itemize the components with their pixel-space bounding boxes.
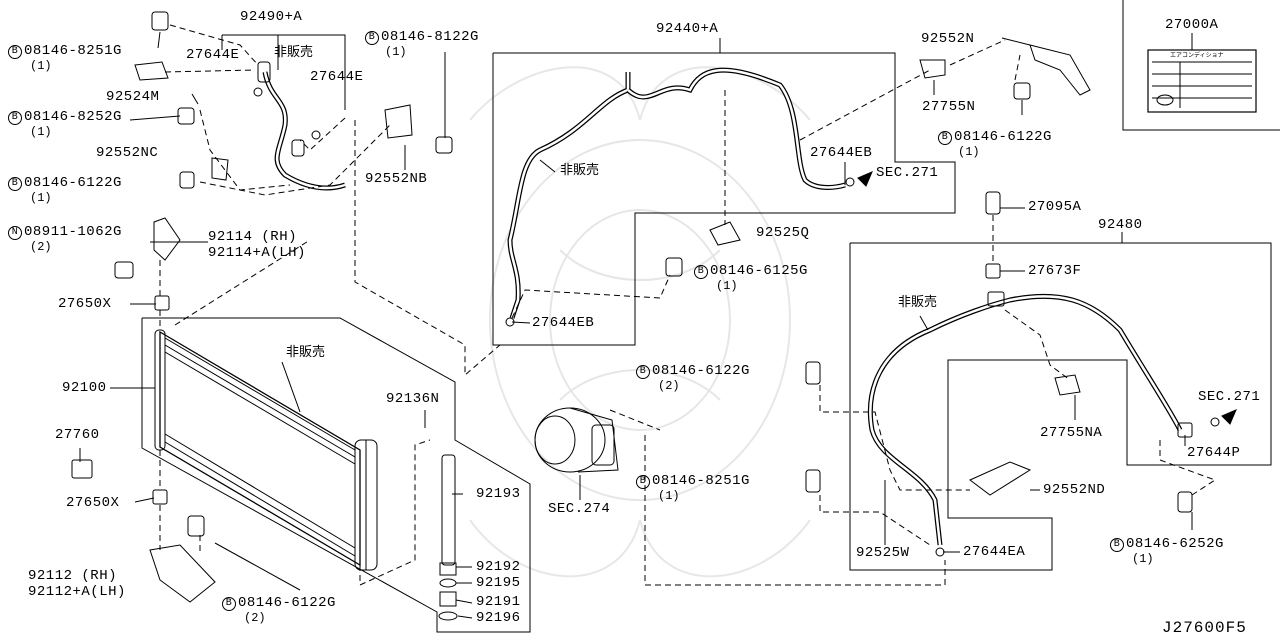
callout-92525Q[interactable]: 92525Q [756, 225, 810, 241]
compressor [534, 407, 619, 473]
callout-27644EA[interactable]: 27644EA [963, 544, 1026, 560]
callout-92552NB[interactable]: 92552NB [365, 171, 428, 187]
callout-92196[interactable]: 92196 [476, 610, 521, 626]
callout-92191[interactable]: 92191 [476, 594, 521, 610]
ac-label [1147, 49, 1257, 113]
hose-92490A [262, 71, 346, 191]
not-for-sale-4: 非販売 [898, 295, 938, 310]
ac-label-text: エアコンディショナ [1170, 52, 1224, 59]
callout-92114A[interactable]: 92114+A(LH) [208, 245, 306, 261]
callout-92193[interactable]: 92193 [476, 486, 521, 502]
not-for-sale-3: 非販売 [560, 163, 600, 178]
bolt-qty-5: (1) [385, 45, 407, 59]
pipe-92480 [867, 293, 1183, 546]
callout-92490A[interactable]: 92490+A [240, 9, 303, 25]
bolt-qty-10: (1) [658, 489, 680, 503]
callout-92552ND[interactable]: 92552ND [1043, 482, 1106, 498]
frame-radiator [141, 317, 531, 633]
not-for-sale-2: 非販売 [286, 345, 326, 360]
callout-92114[interactable]: 92114 (RH) [208, 229, 298, 245]
callout-92112A[interactable]: 92112+A(LH) [28, 584, 126, 600]
callout-sec271-2[interactable]: SEC.271 [1198, 389, 1261, 405]
callout-27000A[interactable]: 27000A [1165, 17, 1219, 33]
callout-92524M[interactable]: 92524M [106, 89, 160, 105]
callout-27644E-2[interactable]: 27644E [310, 69, 364, 85]
bolt-qty-3: (1) [30, 191, 52, 205]
callout-92195[interactable]: 92195 [476, 575, 521, 591]
bolt-qty-9: (2) [658, 379, 680, 393]
callout-27644E-1[interactable]: 27644E [186, 47, 240, 63]
bolt-qty-2: (1) [30, 125, 52, 139]
callout-27095A[interactable]: 27095A [1028, 199, 1082, 215]
callout-92192[interactable]: 92192 [476, 559, 521, 575]
diagram-code: J27600F5 [1162, 619, 1247, 637]
callout-92136N[interactable]: 92136N [386, 391, 440, 407]
callout-27644P[interactable]: 27644P [1187, 445, 1241, 461]
bolt-qty-7: (1) [716, 279, 738, 293]
watermark [469, 66, 811, 578]
callout-27755NA[interactable]: 27755NA [1040, 425, 1103, 441]
callout-sec274[interactable]: SEC.274 [548, 501, 611, 517]
callout-27760[interactable]: 27760 [55, 427, 100, 443]
callout-27650X-1[interactable]: 27650X [58, 296, 112, 312]
pipe-92440A [507, 72, 631, 319]
callout-27650X-2[interactable]: 27650X [66, 495, 120, 511]
bolt-qty-1: (1) [30, 59, 52, 73]
nut-qty: (2) [30, 240, 52, 254]
callout-27755N[interactable]: 27755N [922, 99, 976, 115]
callout-92440A[interactable]: 92440+A [656, 21, 719, 37]
bolt-qty-8: (1) [958, 145, 980, 159]
callout-92112[interactable]: 92112 (RH) [28, 568, 118, 584]
callout-27644EB-2[interactable]: 27644EB [532, 315, 595, 331]
not-for-sale-1: 非販売 [274, 45, 314, 60]
callout-92100[interactable]: 92100 [62, 380, 107, 396]
callout-92552NC[interactable]: 92552NC [96, 145, 159, 161]
drier-92193 [441, 454, 456, 566]
callout-92525W[interactable]: 92525W [856, 545, 910, 561]
bolt-qty-6: (2) [244, 611, 266, 625]
frame-92440A [492, 52, 956, 346]
bolt-qty-11: (1) [1132, 552, 1154, 566]
label-frame [1122, 0, 1280, 131]
frame-92480 [849, 242, 1272, 571]
callout-92552N[interactable]: 92552N [921, 31, 975, 47]
callout-27673F[interactable]: 27673F [1028, 263, 1082, 279]
callout-92480[interactable]: 92480 [1098, 217, 1143, 233]
callout-27644EB-1[interactable]: 27644EB [810, 145, 873, 161]
callout-sec271-1[interactable]: SEC.271 [876, 165, 939, 181]
